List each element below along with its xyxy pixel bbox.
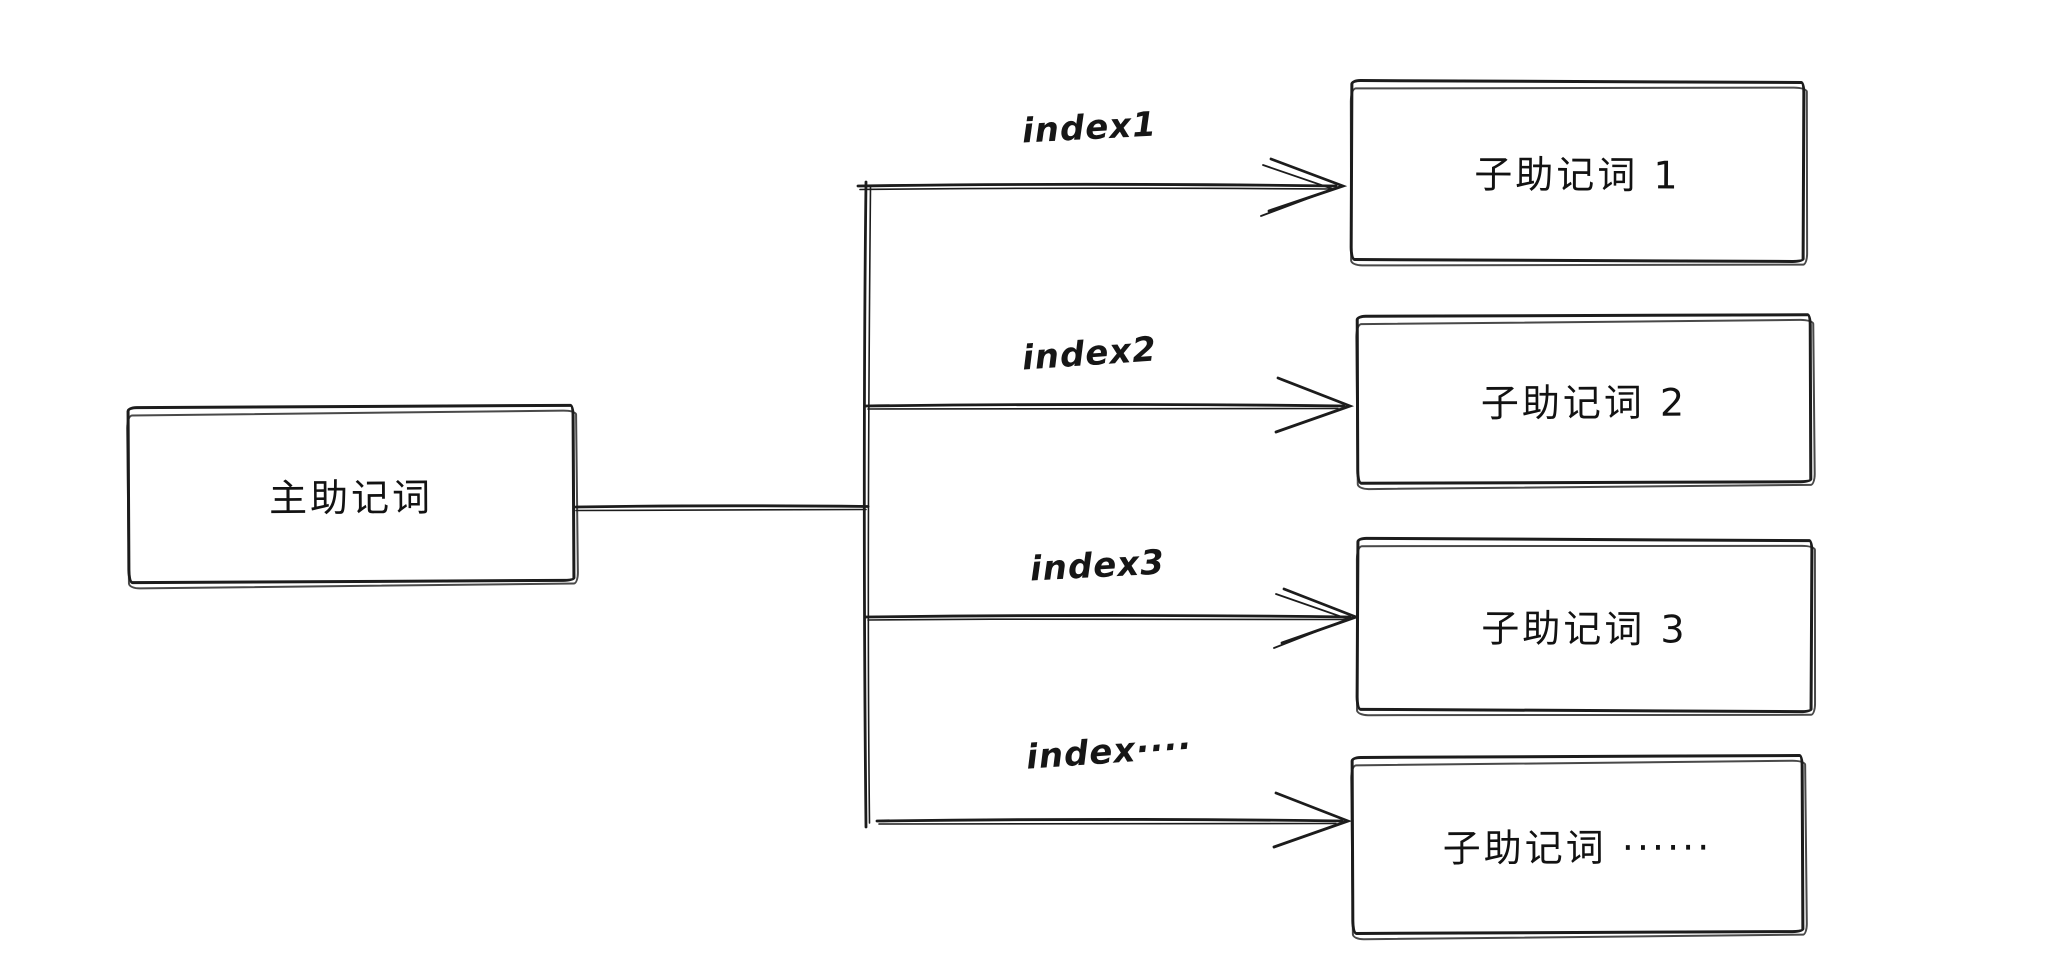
arrow-index1-shaft	[856, 182, 1338, 188]
node-child-mnemonic-3: 子助记词 3	[1355, 536, 1814, 714]
arrow-index2-shaft	[864, 403, 1346, 408]
edge-label-index3: index3	[1029, 542, 1166, 590]
edge-label-index-etc: index····	[1024, 726, 1194, 778]
node-child-mnemonic-2-label: 子助记词 2	[1480, 380, 1688, 425]
trunk-line	[862, 180, 868, 829]
arrow-index2-head	[1274, 376, 1355, 434]
arrow-index2-shaft-echo	[867, 407, 1339, 410]
arrow-index4-shaft-echo	[878, 822, 1337, 825]
node-child-mnemonic-2: 子助记词 2	[1355, 313, 1813, 485]
node-master-mnemonic: 主助记词	[126, 403, 576, 585]
arrow-index4-head	[1272, 791, 1353, 849]
arrow-index1-shaft-echo	[859, 187, 1331, 191]
edge-label-index1: index1	[1021, 104, 1158, 152]
arrow-index3-head-echo	[1273, 593, 1351, 649]
node-child-mnemonic-etc-label: 子助记词 ······	[1442, 825, 1713, 871]
trunk-line-echo	[867, 186, 872, 824]
arrow-index3-shaft	[864, 614, 1352, 619]
node-child-mnemonic-3-label: 子助记词 3	[1481, 605, 1688, 652]
node-child-mnemonic-etc: 子助记词 ······	[1350, 754, 1805, 935]
arrow-index3-head	[1280, 587, 1361, 645]
arrow-index3-shaft-echo	[867, 618, 1347, 621]
node-child-mnemonic-1: 子助记词 1	[1349, 79, 1806, 263]
edge-label-index2: index2	[1020, 329, 1159, 379]
arrow-index1-head-echo	[1260, 164, 1336, 217]
arrow-index4-shaft	[875, 818, 1344, 823]
edge-strokes	[574, 157, 1361, 849]
node-child-mnemonic-1-label: 子助记词 1	[1474, 152, 1681, 197]
node-master-mnemonic-label: 主助记词	[268, 475, 434, 520]
root-connector-line-echo	[575, 508, 867, 512]
root-connector-line	[574, 504, 870, 509]
arrow-index1-head	[1267, 157, 1348, 213]
